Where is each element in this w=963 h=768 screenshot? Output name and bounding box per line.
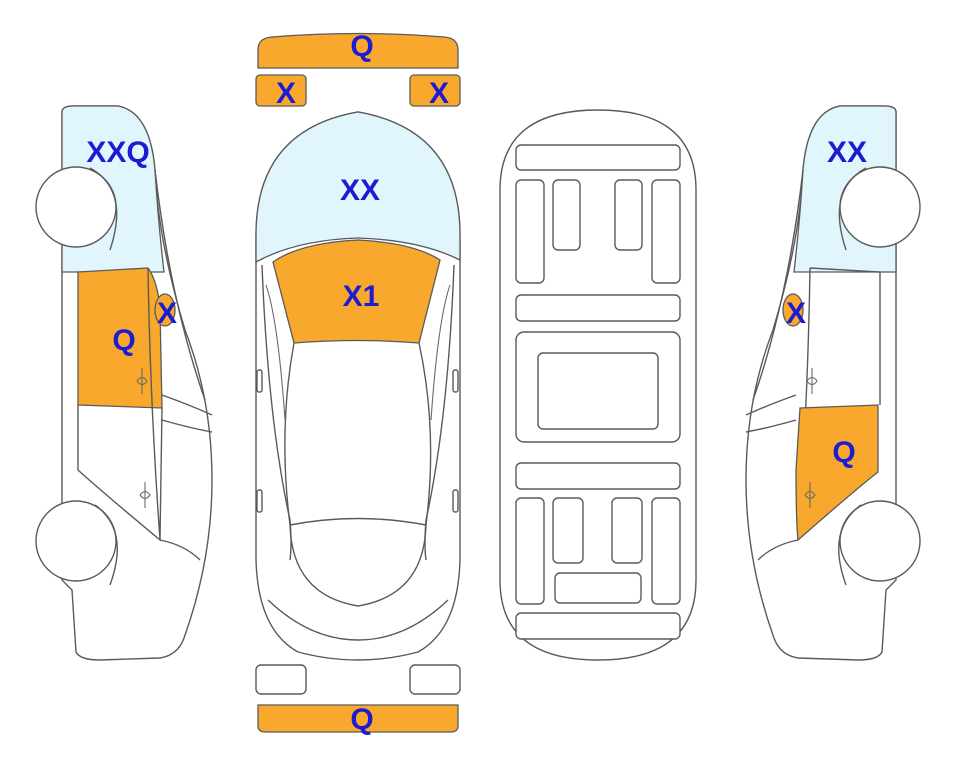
right-front-wheel-arch: [838, 504, 862, 586]
label-front-right-light: X: [429, 77, 449, 110]
right-front-wheel: [839, 500, 921, 582]
under-panel: [515, 462, 681, 490]
right-body-line: [424, 264, 455, 561]
right-front-handle: [806, 368, 818, 394]
right-hood-line-2: [745, 419, 797, 433]
left-side-curve: [265, 284, 286, 421]
front-right-light[interactable]: [409, 74, 461, 107]
label-right-rear-door: Q: [832, 436, 855, 469]
label-right-glass: XX: [827, 136, 867, 169]
top-view: [255, 32, 461, 733]
right-side-curve: [430, 284, 451, 421]
right-hood-line: [745, 394, 797, 416]
hood[interactable]: [272, 239, 441, 344]
cabin-right: [418, 342, 432, 526]
left-front-handle: [136, 368, 148, 394]
label-hood: X1: [343, 280, 380, 313]
under-panel: [554, 572, 642, 604]
underside-view: [499, 109, 697, 661]
label-front-left-light: X: [276, 77, 296, 110]
label-front-bumper: Q: [350, 30, 373, 63]
right-rear-door[interactable]: [795, 404, 879, 542]
left-front-wheel-arch: [94, 504, 118, 586]
left-front-wheel: [35, 500, 117, 582]
rear-left-light: [255, 664, 307, 695]
under-panel: [515, 294, 681, 322]
rear-right-light: [409, 664, 461, 695]
label-windshield: XX: [340, 174, 380, 207]
under-panel: [515, 612, 681, 640]
left-hood-line-2: [161, 419, 213, 433]
rear-bumper[interactable]: [257, 704, 459, 733]
front-left-light[interactable]: [255, 74, 307, 107]
under-panel: [515, 144, 681, 171]
under-panel: [515, 179, 545, 284]
label-left-glass: XXQ: [86, 136, 149, 169]
right-fender-line: [757, 539, 799, 561]
under-panel: [611, 497, 643, 564]
damage-labels: Q X X XX X1 Q XXQ Q X XX X Q: [86, 30, 867, 736]
under-panel: [552, 497, 584, 564]
right-a-pillar: [752, 169, 804, 401]
rear-window-top: [289, 517, 427, 526]
left-door-line: [147, 267, 161, 541]
label-left-front-door: Q: [112, 324, 135, 357]
label-right-mirror: X: [786, 297, 806, 330]
left-front-door[interactable]: [77, 267, 163, 409]
left-a-pillar: [154, 169, 206, 401]
left-mirror-top: [256, 369, 263, 393]
right-mirror-top: [452, 369, 459, 393]
rear-window: [289, 524, 427, 607]
left-fender-line: [159, 539, 201, 561]
right-mirror[interactable]: [782, 293, 804, 327]
left-mirror[interactable]: [154, 293, 176, 327]
left-hood-line: [161, 394, 213, 416]
label-left-mirror: X: [157, 297, 177, 330]
right-handle-top: [452, 489, 459, 513]
right-rear-wheel-arch: [838, 167, 867, 251]
right-side-view: [745, 105, 921, 661]
under-panel: [651, 497, 681, 605]
windshield[interactable]: [255, 111, 461, 264]
cabin-left: [284, 342, 295, 526]
label-rear-bumper: Q: [350, 703, 373, 736]
under-panel: [552, 179, 581, 251]
left-body-line: [261, 264, 292, 561]
left-rear-door: [77, 405, 163, 542]
left-side-view: [35, 105, 213, 661]
under-panel: [614, 179, 643, 251]
right-door-top: [809, 267, 881, 405]
left-rear-wheel-arch: [89, 167, 118, 251]
left-rear-handle: [139, 482, 151, 508]
under-panel: [651, 179, 681, 284]
right-rear-handle: [804, 482, 816, 508]
under-panel: [515, 497, 545, 605]
under-panel: [537, 352, 659, 430]
left-handle-top: [256, 489, 263, 513]
trunk-line: [267, 599, 449, 641]
front-bumper[interactable]: [257, 32, 459, 69]
